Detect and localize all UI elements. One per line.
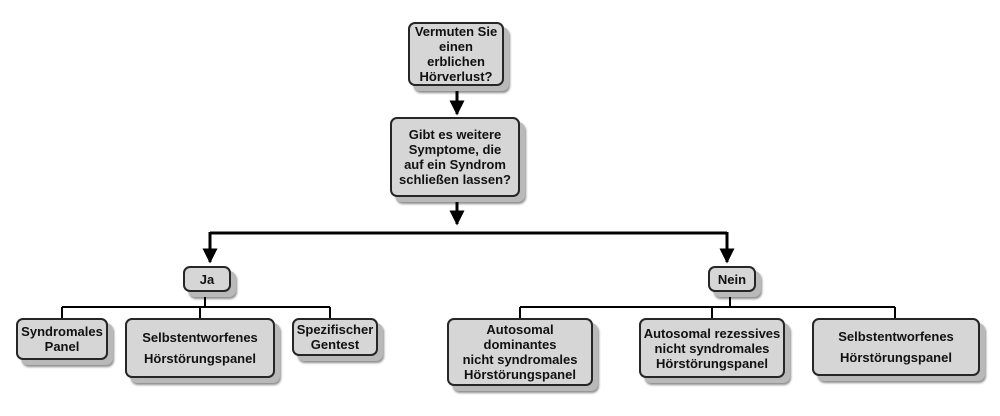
root-question-text: Vermuten Sie einen erblichen Hörverlust? (414, 24, 498, 84)
option-text: Spezifischer Gentest (296, 322, 374, 352)
second-question-text: Gibt es weitere Symptome, die auf ein Sy… (399, 127, 511, 187)
option-text: Autosomal dominantes nicht syndromales H… (462, 322, 578, 382)
option-autosomal-dominant: Autosomal dominantes nicht syndromales H… (447, 318, 593, 386)
branch-no-text: Nein (717, 271, 747, 287)
option-autosomal-rezessiv: Autosomal rezessives nicht syndromales H… (639, 318, 785, 378)
option-syndromales-panel: Syndromales Panel (16, 318, 108, 360)
branch-yes-text: Ja (199, 271, 215, 287)
option-text: Autosomal rezessives nicht syndromales H… (643, 325, 781, 371)
root-question-box: Vermuten Sie einen erblichen Hörverlust? (408, 22, 504, 86)
option-text: Selbstentworfenes Hörstörungspanel (142, 330, 258, 366)
option-selbstentworfenes-panel-nein: Selbstentworfenes Hörstörungspanel (812, 318, 980, 376)
option-spezifischer-gentest: Spezifischer Gentest (292, 318, 378, 356)
branch-no-label: Nein (708, 266, 756, 292)
option-selbstentworfenes-panel-ja: Selbstentworfenes Hörstörungspanel (125, 318, 275, 378)
branch-yes-label: Ja (183, 266, 231, 292)
option-text: Syndromales Panel (21, 324, 103, 354)
second-question-box: Gibt es weitere Symptome, die auf ein Sy… (390, 117, 520, 197)
option-text: Selbstentworfenes Hörstörungspanel (838, 329, 954, 365)
